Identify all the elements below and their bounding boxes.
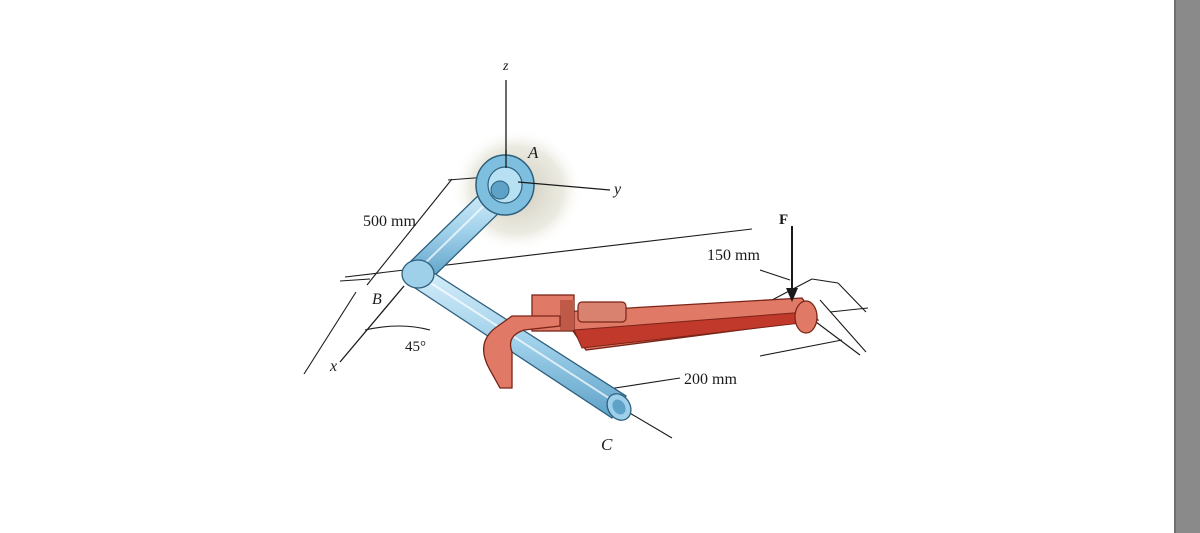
dimension-500mm: 500 mm — [363, 213, 416, 230]
dimension-200mm: 200 mm — [684, 371, 737, 388]
y-axis-label: y — [612, 181, 622, 198]
pipe-wrench — [482, 294, 820, 389]
scrollbar-edge — [1174, 0, 1176, 533]
y-axis — [517, 181, 611, 191]
point-a-label: A — [527, 143, 539, 162]
point-c-label: C — [601, 435, 613, 454]
force-arrow — [786, 226, 798, 302]
pipe-flange-a — [475, 154, 535, 216]
z-axis-label: z — [502, 59, 509, 74]
x-axis — [339, 285, 405, 363]
scrollbar[interactable] — [1174, 0, 1200, 533]
angle-45-label: 45° — [405, 339, 426, 355]
pipe-elbow-b — [401, 259, 435, 289]
x-axis-label: x — [329, 358, 337, 375]
point-b-label: B — [372, 291, 382, 308]
construction-lines — [303, 175, 869, 439]
dimension-150mm: 150 mm — [707, 247, 760, 264]
force-label: F — [779, 212, 788, 228]
pipe-wrench-diagram: z y x A B C F 500 mm 150 mm 200 mm 45° — [303, 59, 869, 454]
